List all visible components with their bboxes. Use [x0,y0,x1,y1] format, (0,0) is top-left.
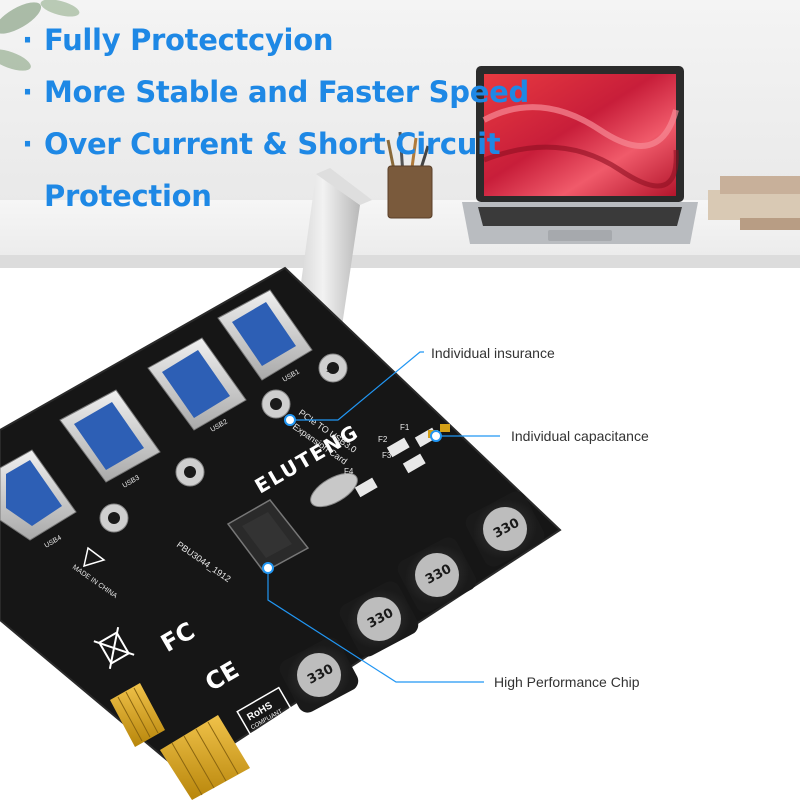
feature-list: · Fully Protectcyion · More Stable and Fas… [22,14,529,222]
laptop-icon [462,66,698,244]
feature-bullet: · [22,75,33,109]
inductor-2 [397,537,477,613]
books-icon [708,176,800,230]
usb-port-1 [217,289,313,381]
main-chip [226,499,310,573]
feature-text: Fully Protectcyion [44,23,334,57]
callout-insurance: Individual insurance [431,345,555,361]
fuse-label-2: F2 [378,435,388,444]
feature-text: Over Current & Short Circuit [44,127,501,161]
feature-item: · Over Current & Short Circuit [22,118,529,170]
usb-port-4 [0,449,77,541]
feature-item: · More Stable and Faster Speed [22,66,529,118]
callout-dot-capacitance [430,430,442,442]
fuse-label-3: F3 [382,451,392,460]
pencil-cup-icon [386,131,433,219]
feature-bullet: · [22,23,33,57]
feature-item: · Fully Protectcyion [22,14,529,66]
crystal-oscillator [310,472,358,508]
plant-icon [0,0,80,71]
callout-dot-chip [262,562,274,574]
feature-bullet: · [22,127,33,161]
usb-port-3 [59,389,161,483]
callout-capacitance: Individual capacitance [511,428,649,444]
feature-text: Protection [44,179,212,213]
callout-chip: High Performance Chip [494,674,640,690]
usb-port-2 [147,337,247,431]
inductor-3 [339,581,419,657]
fuse-label-4: F4 [344,467,354,476]
esd-warning-icon [82,546,106,568]
callout-line-chip [267,568,484,683]
fuse-label-1: F1 [400,423,410,432]
callout-dot-insurance [284,414,296,426]
inductor-4 [279,637,359,713]
gold-edge-connector [110,683,250,800]
feature-item: Protection [22,170,529,222]
callout-lines [262,351,500,683]
capacitor-label: 100 [326,368,337,374]
desk-edge [0,252,800,270]
inductor-1 [465,491,545,567]
capacitors [99,353,348,533]
callout-line-insurance [290,351,424,421]
weee-bin-icon [93,626,135,670]
feature-text: More Stable and Faster Speed [44,75,529,109]
